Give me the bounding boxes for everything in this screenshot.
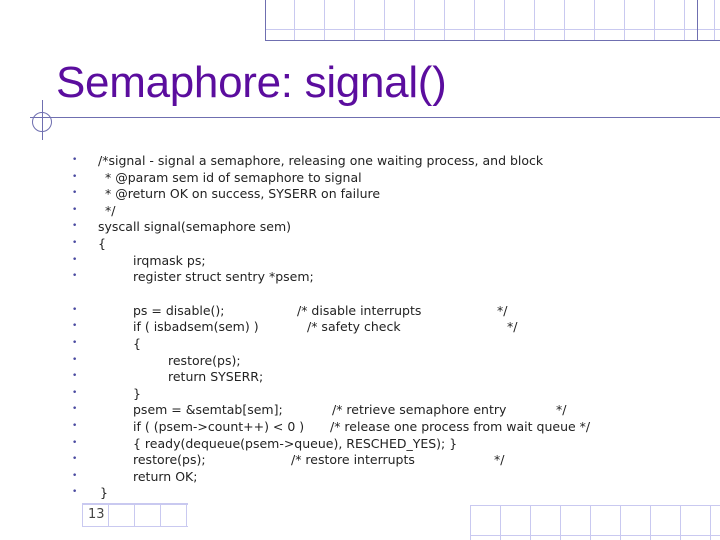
- bullet-icon: •: [72, 470, 78, 481]
- decorative-grid-bottom: [470, 505, 720, 540]
- bullet-icon: •: [72, 487, 78, 498]
- bullet-icon: •: [72, 304, 78, 315]
- bullet-icon: •: [72, 171, 78, 182]
- decorative-vertical-rule: [265, 0, 266, 40]
- bullet-icon: •: [72, 204, 78, 215]
- bullet-icon: •: [72, 221, 78, 232]
- bullet-icon: •: [72, 404, 78, 415]
- bullet-icon: •: [72, 354, 78, 365]
- bullet-icon: •: [72, 271, 78, 282]
- code-comment: /* restore interrupts: [291, 452, 415, 468]
- bullet-icon: •: [72, 454, 78, 465]
- bullet-icon: •: [72, 188, 78, 199]
- code-comment-end: */: [494, 452, 505, 468]
- bullet-icon: •: [72, 387, 78, 398]
- code-text: * @param sem id of semaphore to signal: [105, 169, 362, 185]
- code-text: if ( (psem->count++) < 0 ): [133, 419, 305, 434]
- code-text: return SYSERR;: [168, 369, 264, 385]
- code-text: return OK;: [133, 468, 198, 484]
- code-text: {: [133, 336, 141, 351]
- decorative-grid-top: [265, 0, 720, 40]
- code-text: restore(ps);: [133, 452, 206, 468]
- code-text: irqmask ps;: [133, 252, 206, 268]
- code-comment: /* retrieve semaphore entry: [332, 402, 507, 418]
- code-text: {: [98, 236, 106, 251]
- bullet-icon: •: [72, 371, 78, 382]
- code-text: if ( isbadsem(sem) ): [133, 319, 259, 335]
- bullet-icon: •: [72, 437, 78, 448]
- page-number-grid: [82, 503, 188, 527]
- decorative-right-rule: [697, 0, 698, 40]
- bullet-icon: •: [72, 321, 78, 332]
- bullet-icon: •: [72, 254, 78, 265]
- code-text: }: [100, 485, 108, 501]
- code-comment-end: */: [556, 402, 567, 418]
- code-text: restore(ps);: [168, 352, 241, 368]
- code-text: */: [105, 202, 116, 218]
- bullet-icon: •: [72, 421, 78, 431]
- code-text: syscall signal(semaphore sem): [98, 219, 292, 235]
- page-number: 13: [88, 507, 105, 522]
- code-text: register struct sentry *psem;: [133, 269, 314, 285]
- decorative-top-rule: [265, 40, 720, 41]
- code-text: ps = disable();: [133, 302, 225, 318]
- bullet-icon: •: [72, 338, 78, 348]
- code-comment: /* safety check: [307, 319, 401, 335]
- code-text: psem = &semtab[sem];: [133, 402, 283, 418]
- bullet-icon: •: [72, 155, 78, 165]
- code-comment-end: */: [507, 319, 518, 335]
- code-comment: /* release one process from wait queue *…: [330, 419, 591, 434]
- slide-title: Semaphore: signal(): [56, 58, 447, 107]
- code-comment-end: */: [497, 302, 508, 318]
- code-text: /*signal - signal a semaphore, releasing…: [98, 153, 544, 168]
- code-comment: /* disable interrupts: [297, 302, 422, 318]
- title-underline: [30, 117, 720, 118]
- code-text: * @return OK on success, SYSERR on failu…: [105, 186, 381, 202]
- bullet-icon: •: [72, 238, 78, 248]
- code-text: { ready(dequeue(psem->queue), RESCHED_YE…: [133, 435, 458, 451]
- code-text: }: [133, 385, 141, 401]
- registration-circle: [32, 112, 52, 132]
